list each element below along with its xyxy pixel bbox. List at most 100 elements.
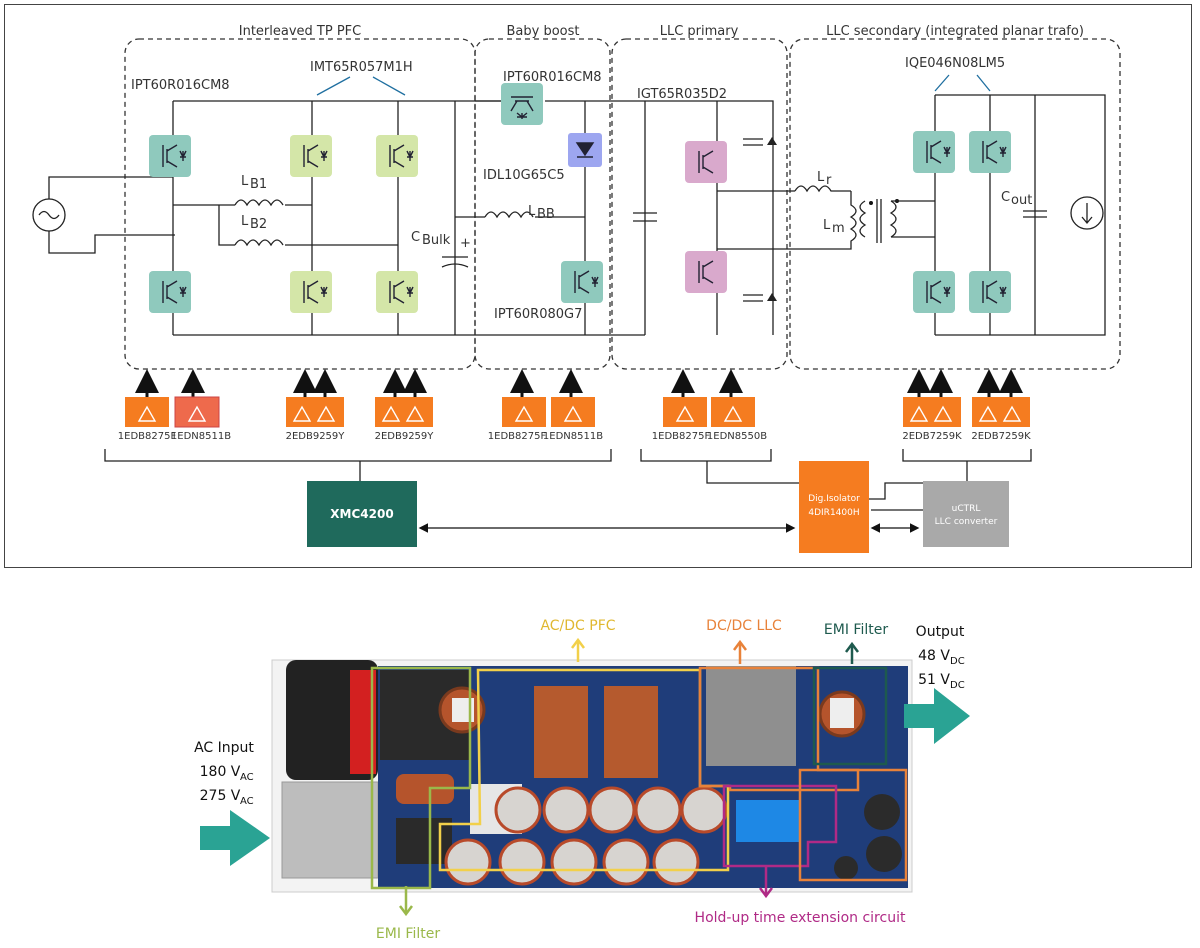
holdup-region: [722, 784, 838, 868]
driver-5: 1EDB8275F: [488, 397, 547, 442]
driver-9: 2EDB7259K: [902, 397, 962, 442]
pfc-fast-fet-2: [376, 135, 418, 177]
ac-input-label: AC Input: [194, 740, 254, 756]
lbb-sub: BB: [537, 207, 555, 222]
pfc-fast-fet-3: [290, 271, 332, 313]
boost-top-fet: [501, 83, 543, 125]
llc-primary-fet-top: [685, 141, 727, 183]
cout-sub: out: [1011, 193, 1032, 208]
svg-text:1EDB8275F: 1EDB8275F: [118, 431, 177, 442]
output-arrow: [904, 688, 970, 744]
driver-6: 1EDN8511B: [543, 397, 603, 442]
pfc-slow-fet-label: IPT60R016CM8: [131, 78, 230, 93]
lm-sub: m: [832, 221, 845, 236]
pfc-slow-fet-top: [149, 135, 191, 177]
llc-secondary-title: LLC secondary (integrated planar trafo): [826, 24, 1084, 39]
out-v2-sub: DC: [950, 680, 965, 691]
driver-4: 2EDB9259Y: [375, 397, 435, 442]
svg-text:1EDN8511B: 1EDN8511B: [171, 431, 231, 442]
holdup-callout: Hold-up time extension circuit: [695, 910, 906, 926]
ac-v1-main: 180 V: [200, 764, 241, 780]
svg-text:Dig.Isolator: Dig.Isolator: [808, 494, 860, 504]
driver-8: 1EDN8550B: [707, 397, 767, 442]
schematic-panel: Interleaved TP PFC Baby boost LLC primar…: [4, 4, 1192, 568]
svg-text:2EDB7259K: 2EDB7259K: [971, 431, 1031, 442]
output-label: Output: [916, 624, 965, 640]
svg-text:1EDN8511B: 1EDN8511B: [543, 431, 603, 442]
lb2-sub: B2: [250, 217, 267, 232]
sr-fet-label: IQE046N08LM5: [905, 56, 1005, 71]
llc-primary-fet-label: IGT65R035D2: [637, 87, 727, 102]
pfc-title: Interleaved TP PFC: [239, 24, 361, 39]
svg-text:2EDB9259Y: 2EDB9259Y: [286, 431, 346, 442]
llc-callout: DC/DC LLC: [706, 618, 782, 634]
ac-input-arrow: [200, 810, 270, 866]
out-v2-main: 51 V: [918, 672, 950, 688]
driver-7: 1EDB8275F: [652, 397, 711, 442]
uctrl-llc: uCTRL LLC converter: [923, 481, 1009, 547]
topology-schematic: Interleaved TP PFC Baby boost LLC primar…: [32, 24, 1121, 553]
svg-text:1EDB8275F: 1EDB8275F: [488, 431, 547, 442]
boost-bottom-fet-label: IPT60R080G7: [494, 307, 582, 322]
ac-v2-main: 275 V: [200, 788, 241, 804]
xmc-controller: XMC4200: [307, 481, 417, 547]
llc-secondary-block: [789, 38, 1121, 370]
svg-text:uCTRL: uCTRL: [952, 504, 981, 514]
svg-text:2EDB7259K: 2EDB7259K: [902, 431, 962, 442]
svg-text:1EDB8275F: 1EDB8275F: [652, 431, 711, 442]
driver-10: 2EDB7259K: [971, 397, 1031, 442]
boost-block: [474, 38, 611, 370]
cbulk-plus: +: [460, 236, 471, 251]
llc-primary-block: [611, 38, 788, 370]
lbb-main: L: [528, 204, 536, 219]
boost-top-fet-label: IPT60R016CM8: [503, 70, 602, 85]
svg-text:4DIR1400H: 4DIR1400H: [808, 508, 859, 518]
boost-diode: [568, 133, 602, 167]
pfc-slow-fet-bottom: [149, 271, 191, 313]
sr-fet-2: [969, 131, 1011, 173]
digital-isolator: Dig.Isolator 4DIR1400H: [799, 461, 869, 553]
svg-text:1EDN8550B: 1EDN8550B: [707, 431, 767, 442]
lr-sub: r: [826, 173, 832, 188]
boost-diode-label: IDL10G65C5: [483, 168, 565, 183]
llc-primary-fet-bottom: [685, 251, 727, 293]
driver-1: 1EDB8275F: [118, 397, 177, 442]
llc-region: [698, 666, 860, 792]
emi-top-region: [812, 666, 888, 766]
lr-main: L: [817, 170, 825, 185]
ac-inlet: [281, 781, 379, 879]
emi-top-callout: EMI Filter: [824, 622, 888, 638]
boost-title: Baby boost: [507, 24, 580, 39]
pfc-callout: AC/DC PFC: [540, 618, 615, 634]
lb2-main: L: [241, 214, 249, 229]
driver-2: 1EDN8511B: [171, 396, 231, 442]
emi-bottom-region: [370, 666, 472, 890]
sr-fet-1: [913, 131, 955, 173]
transformer: [859, 199, 897, 243]
lbb-inductor: [484, 211, 534, 219]
boost-bottom-fet: [561, 261, 603, 303]
lb2-inductor: [234, 239, 284, 247]
driver-3: 2EDB9259Y: [286, 397, 346, 442]
svg-text:2EDB9259Y: 2EDB9259Y: [375, 431, 435, 442]
lb1-inductor: [234, 199, 284, 207]
cout-main: C: [1001, 190, 1010, 205]
board-illustration: AC Input 180 V AC 275 V AC Output 48 V D…: [194, 618, 970, 942]
cbulk-main: C: [411, 230, 420, 245]
sr-fet-4: [969, 271, 1011, 313]
pfc-fast-fet-label: IMT65R057M1H: [310, 60, 413, 75]
out-v1-main: 48 V: [918, 648, 950, 664]
lb1-sub: B1: [250, 177, 267, 192]
pfc-fast-fet-4: [376, 271, 418, 313]
load-current-source-icon: [1070, 196, 1104, 230]
ac-v1-sub: AC: [240, 772, 254, 783]
lm-main: L: [823, 218, 831, 233]
ac-wave-icon: [38, 210, 60, 220]
lb1-main: L: [241, 174, 249, 189]
ac-v2-sub: AC: [240, 796, 254, 807]
svg-text:XMC4200: XMC4200: [330, 507, 393, 521]
out-v1-sub: DC: [950, 656, 965, 667]
pfc-fast-fet-1: [290, 135, 332, 177]
sr-fet-3: [913, 271, 955, 313]
svg-text:LLC converter: LLC converter: [935, 517, 998, 527]
